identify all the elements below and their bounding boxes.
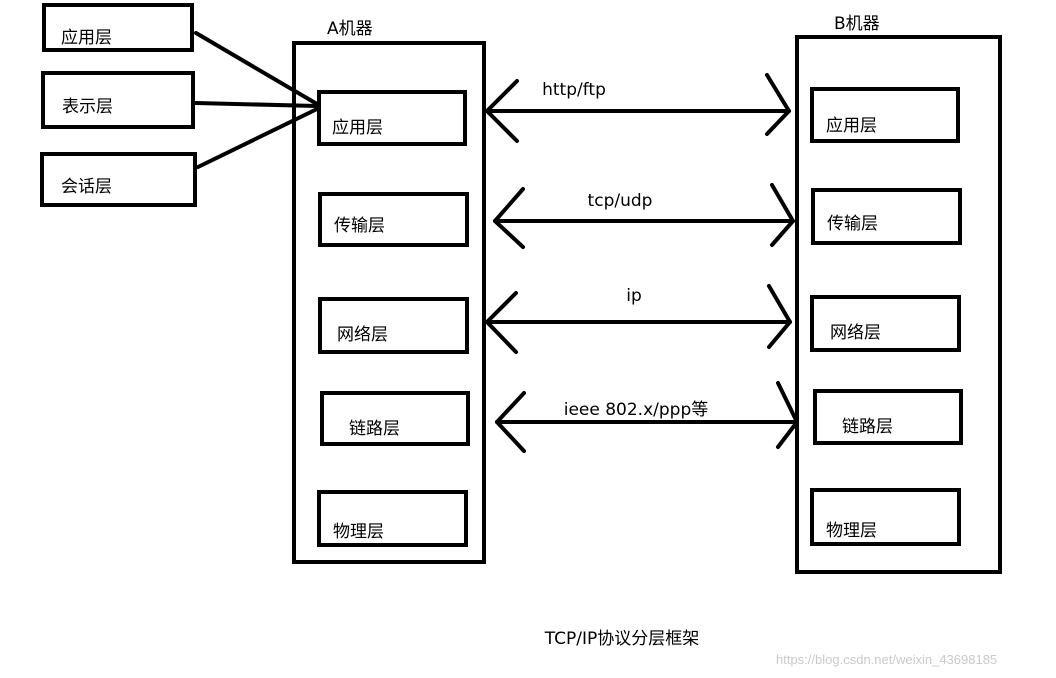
tcp-udp-arrow (493, 183, 795, 249)
machine-b-link-label: 链路层 (842, 417, 893, 437)
http-ftp-arrow (485, 73, 791, 143)
machine-a-network-layer: 网络层 (318, 297, 469, 354)
machine-a-transport-label: 传输层 (334, 216, 385, 236)
tcp-udp-label: tcp/udp (587, 191, 653, 211)
machine-a-application-label: 应用层 (332, 118, 383, 138)
machine-b-transport-layer: 传输层 (811, 188, 962, 245)
machine-a-transport-layer: 传输层 (318, 192, 469, 247)
machine-a-physical-layer: 物理层 (317, 490, 468, 547)
osi-presentation-layer-box: 表示层 (41, 71, 195, 129)
osi-session-layer-label: 会话层 (61, 177, 112, 197)
machine-a-link-label: 链路层 (349, 419, 400, 439)
osi-session-layer-box: 会话层 (40, 152, 197, 207)
osi-application-layer-label: 应用层 (61, 28, 112, 48)
osi-application-connector (194, 31, 319, 106)
ip-arrow (485, 284, 792, 354)
machine-b-network-layer: 网络层 (810, 295, 961, 352)
osi-presentation-layer-label: 表示层 (62, 97, 113, 117)
machine-b-title: B机器 (834, 14, 880, 34)
machine-b-physical-label: 物理层 (826, 521, 877, 541)
ip-label: ip (626, 286, 642, 306)
osi-session-connector (196, 107, 319, 169)
machine-b-application-layer: 应用层 (810, 87, 960, 143)
machine-a-physical-label: 物理层 (333, 522, 384, 542)
machine-b-application-label: 应用层 (826, 116, 877, 136)
machine-b-transport-label: 传输层 (827, 214, 878, 234)
ieee-ppp-arrow (495, 381, 799, 453)
machine-a-application-layer: 应用层 (317, 90, 467, 146)
osi-presentation-connector (194, 101, 319, 108)
http-ftp-label: http/ftp (542, 80, 606, 100)
ieee-ppp-label: ieee 802.x/ppp等 (563, 400, 709, 420)
diagram-caption: TCP/IP协议分层框架 (544, 629, 700, 649)
machine-b-link-layer: 链路层 (813, 389, 963, 445)
osi-application-layer-box: 应用层 (42, 3, 194, 52)
machine-a-title: A机器 (327, 19, 373, 39)
machine-b-physical-layer: 物理层 (810, 488, 961, 546)
machine-a-network-label: 网络层 (337, 325, 388, 345)
machine-b-network-label: 网络层 (830, 323, 881, 343)
watermark: https://blog.csdn.net/weixin_43698185 (776, 652, 998, 667)
machine-a-link-layer: 链路层 (320, 391, 470, 446)
